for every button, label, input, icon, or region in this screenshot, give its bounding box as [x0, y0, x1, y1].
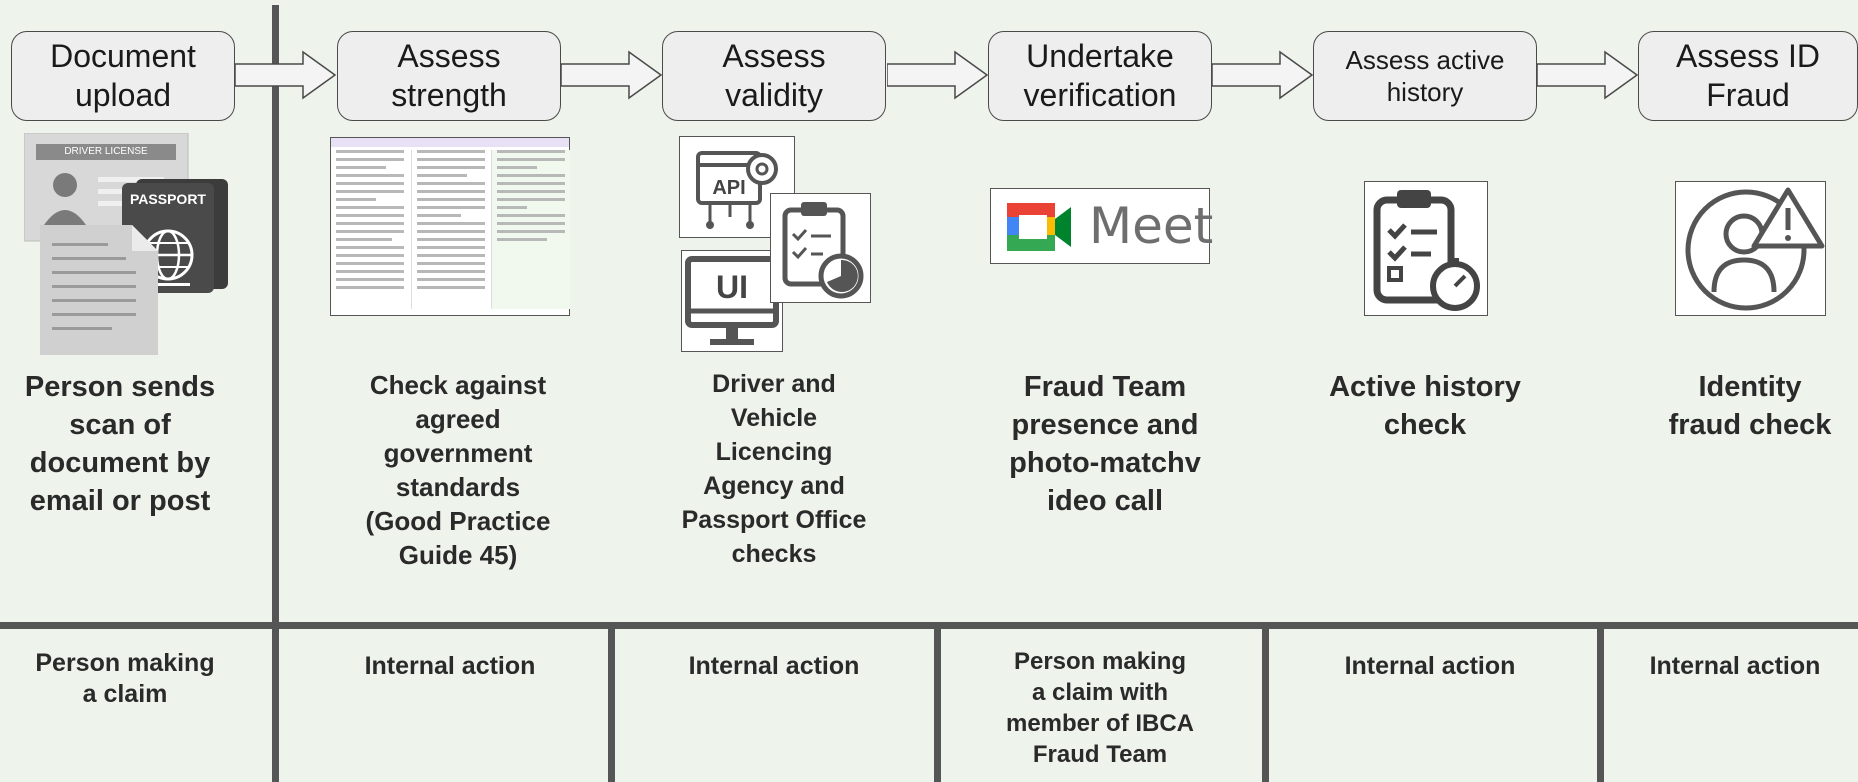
divider-vertical-3: [1262, 629, 1269, 782]
divider-vertical-4: [1597, 629, 1604, 782]
standards-table-thumbnail: [330, 137, 570, 316]
step-5-description: Active history check: [1329, 371, 1521, 441]
clipboard-timer-icon: [770, 193, 871, 303]
step-undertake-verification: Undertake verification: [988, 31, 1212, 121]
arrow-icon: [235, 50, 337, 100]
document-icon: [40, 225, 158, 355]
divider-vertical-1: [608, 629, 615, 782]
ui-label: UI: [716, 269, 748, 305]
documents-illustration: DRIVER LICENSE PASSPORT: [24, 133, 234, 355]
license-label: DRIVER LICENSE: [64, 146, 148, 157]
step-assess-active-history: Assess active history: [1313, 31, 1537, 121]
actor-step-6: Internal action: [1649, 652, 1821, 680]
step-assess-id-fraud: Assess ID Fraud: [1638, 31, 1858, 121]
step-2-description: Check against agreed government standard…: [365, 370, 551, 570]
divider-vertical-main: [272, 5, 279, 782]
step-document-upload: Document upload: [11, 31, 235, 121]
step-assess-strength: Assess strength: [337, 31, 561, 121]
actor-step-5: Internal action: [1344, 652, 1516, 680]
step-1-description: Person sends scan of document by email o…: [24, 371, 216, 517]
arrow-icon: [561, 50, 663, 100]
step-assess-validity: Assess validity: [662, 31, 886, 121]
step-6-description: Identity fraud check: [1668, 371, 1832, 441]
actor-step-2: Internal action: [364, 652, 536, 680]
clipboard-timer-icon: [1364, 181, 1488, 316]
actor-step-4: Person making a claim with member of IBC…: [1005, 648, 1195, 768]
divider-vertical-2: [934, 629, 941, 782]
passport-label: PASSPORT: [130, 191, 206, 207]
actor-step-3: Internal action: [688, 652, 860, 680]
step-4-description: Fraud Team presence and photo-matchv ide…: [1009, 371, 1201, 517]
user-warning-icon: [1675, 181, 1826, 316]
divider-horizontal: [0, 622, 1858, 629]
arrow-icon: [887, 50, 989, 100]
step-3-description: Driver and Vehicle Licencing Agency and …: [681, 370, 867, 568]
google-meet-logo: Meet: [990, 188, 1214, 264]
meet-camera-icon: [1007, 203, 1071, 251]
actor-step-1: Person making a claim: [35, 649, 215, 708]
monitor-ui-icon: UI: [681, 250, 783, 352]
arrow-icon: [1537, 50, 1639, 100]
arrow-icon: [1212, 50, 1314, 100]
api-label: API: [712, 177, 746, 199]
meet-label: Meet: [1089, 197, 1214, 255]
